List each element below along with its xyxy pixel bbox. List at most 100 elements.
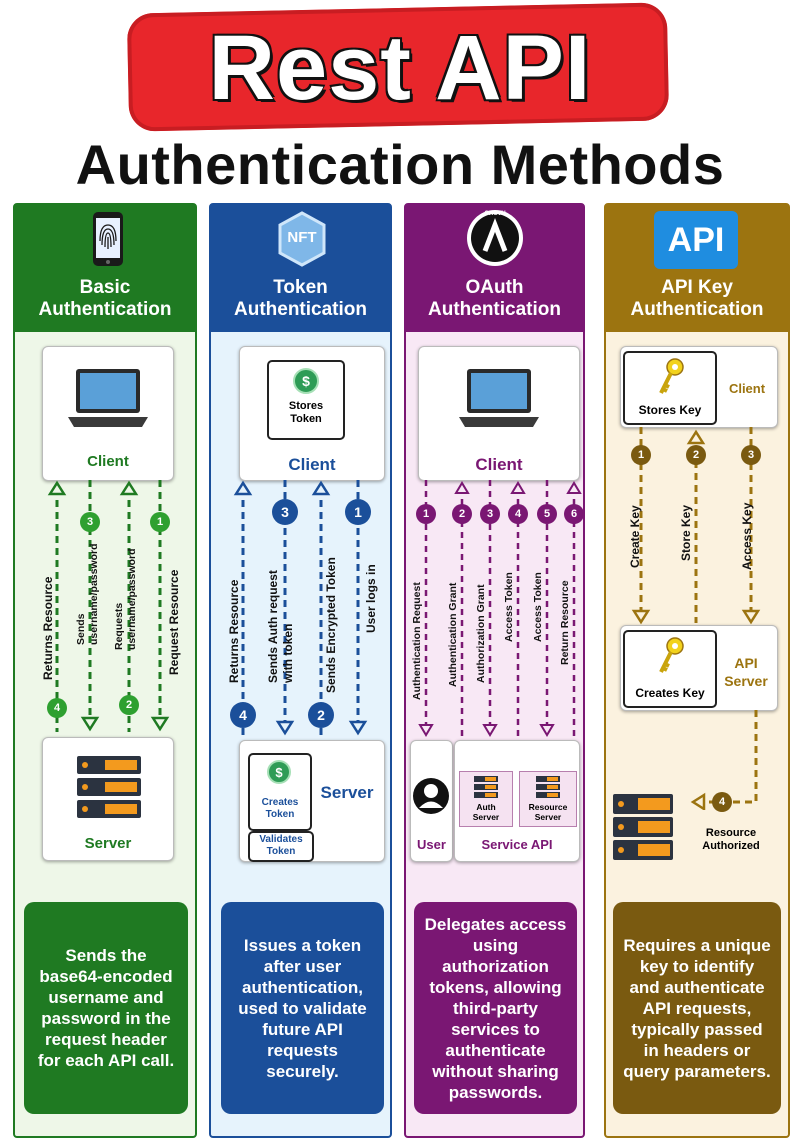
token-header: NFT Token Authentication [211,205,390,332]
nft-icon: NFT [277,211,327,267]
apikey-header: API API Key Authentication [606,205,788,332]
api-server-label: API Server [724,655,768,689]
step-badge: 1 [345,499,371,525]
resource-authorized-label: Resource Authorized [702,827,760,852]
svg-text:$: $ [275,765,283,780]
stores-token-label: Stores Token [288,400,324,425]
resource-server-card: Resource Server [519,771,577,827]
arrow-label: Sends Auth request with token [266,570,295,683]
basic-title: Basic Authentication [38,277,172,320]
oauth-title: OAuth Authentication [428,277,561,320]
apikey-title: API Key Authentication [630,277,764,320]
oauth-description: Delegates access using authorization tok… [414,902,577,1114]
server-icon [613,794,673,860]
arrow-label: Return Resource [559,580,571,665]
page-title: Rest API [208,17,592,119]
arrow-label: Access Token [532,572,544,642]
api-icon: API [654,211,738,269]
key-icon [659,637,684,673]
creates-key-card: Creates Key [623,630,717,708]
apikey-column: API API Key Authentication Stores Key Cl… [604,203,790,1138]
arrow-label: Sends username/password [75,543,100,645]
token-title: Token Authentication [234,277,367,320]
server-icon [77,756,141,818]
basic-client-label: Client [87,453,129,470]
auth-server-label: Auth Server [472,802,500,822]
stores-key-label: Stores Key [638,403,702,417]
token-server-box: $ Creates Token Validates Token Server [239,740,385,862]
token-description: Issues a token after user authentication… [221,902,384,1114]
step-badge: 5 [537,504,557,524]
apikey-client-box: Stores Key Client [620,346,778,428]
step-badge: 3 [480,504,500,524]
resource-server-label: Resource Server [528,802,568,822]
stores-key-card: Stores Key [623,351,717,425]
page-subtitle: Authentication Methods [75,133,725,196]
arrow-label: Request Resource [167,569,181,675]
arrow-label: Authentication Grant [447,582,459,687]
basic-client-box: Client [42,346,174,481]
step-badge: 2 [119,695,139,715]
service-api-box: Auth Server Resource Server Service API [454,740,580,862]
basic-auth-column: Basic Authentication Client 4 3 2 1 Retu… [13,203,197,1138]
apikey-arrows [631,427,761,625]
oauth-column: OAUTH OAuth Authentication Client 1 2 3 … [404,203,585,1138]
arrow-label: Access Key [740,502,754,570]
arrow-label: Store Key [679,504,693,561]
step-badge: 4 [230,702,256,728]
basic-server-label: Server [84,835,132,852]
step-badge: 4 [712,792,732,812]
oauth-logo-text: OAUTH [484,211,506,217]
step-badge: 1 [150,512,170,532]
step-badge: 3 [741,445,761,465]
user-avatar-icon [413,778,449,814]
step-badge: 1 [631,445,651,465]
step-badge: 3 [80,512,100,532]
apikey-description: Requires a unique key to identify and au… [613,902,781,1114]
basic-description: Sends the base64-encoded username and pa… [24,902,188,1114]
token-client-box: $ Stores Token Client [239,346,385,481]
user-label: User [417,837,446,852]
validates-token-label: Validates Token [259,834,303,857]
arrow-label: Sends Encrypted Token [324,557,338,693]
oauth-header: OAUTH OAuth Authentication [406,205,583,332]
arrow-label: Authentication Request [411,582,423,700]
step-badge: 2 [686,445,706,465]
arrow-label: User logs in [364,564,378,633]
server-icon [536,776,560,798]
service-api-label: Service API [481,837,553,852]
basic-server-box: Server [42,737,174,861]
arrow-label: Create Key [628,505,642,568]
api-server-box: Creates Key API Server [620,625,778,711]
arrow-label: Returns Resource [227,579,241,683]
token-coin-icon: $ [293,368,319,394]
fingerprint-phone-icon [93,212,123,266]
token-server-label: Server [320,783,374,802]
creates-key-label: Creates Key [635,686,705,700]
validates-token-card: Validates Token [248,831,314,862]
apikey-client-label: Client [728,381,766,396]
oauth-client-label: Client [475,455,523,474]
key-icon [659,358,684,394]
server-icon [474,776,498,798]
token-coin-icon: $ [267,760,291,784]
laptop-icon [459,369,539,427]
oauth-client-box: Client [418,346,580,481]
token-client-label: Client [288,455,336,474]
step-badge: 4 [508,504,528,524]
basic-header: Basic Authentication [15,205,195,332]
arrow-label: Access Token [503,572,515,642]
step-badge: 6 [564,504,584,524]
arrow-label: Authorization Grant [475,584,487,683]
arrow-label: Requests username/password [113,548,138,650]
oauth-user-box: User [410,740,453,862]
creates-token-card: $ Creates Token [248,753,312,831]
arrow-label: Returns Resource [41,576,55,680]
step-badge: 1 [416,504,436,524]
token-auth-column: NFT Token Authentication $ Stores Token … [209,203,392,1138]
stores-token-card: $ Stores Token [267,360,345,440]
laptop-icon [68,369,148,427]
step-badge: 2 [308,702,334,728]
svg-text:$: $ [302,373,310,389]
oauth-arrows [418,480,582,738]
